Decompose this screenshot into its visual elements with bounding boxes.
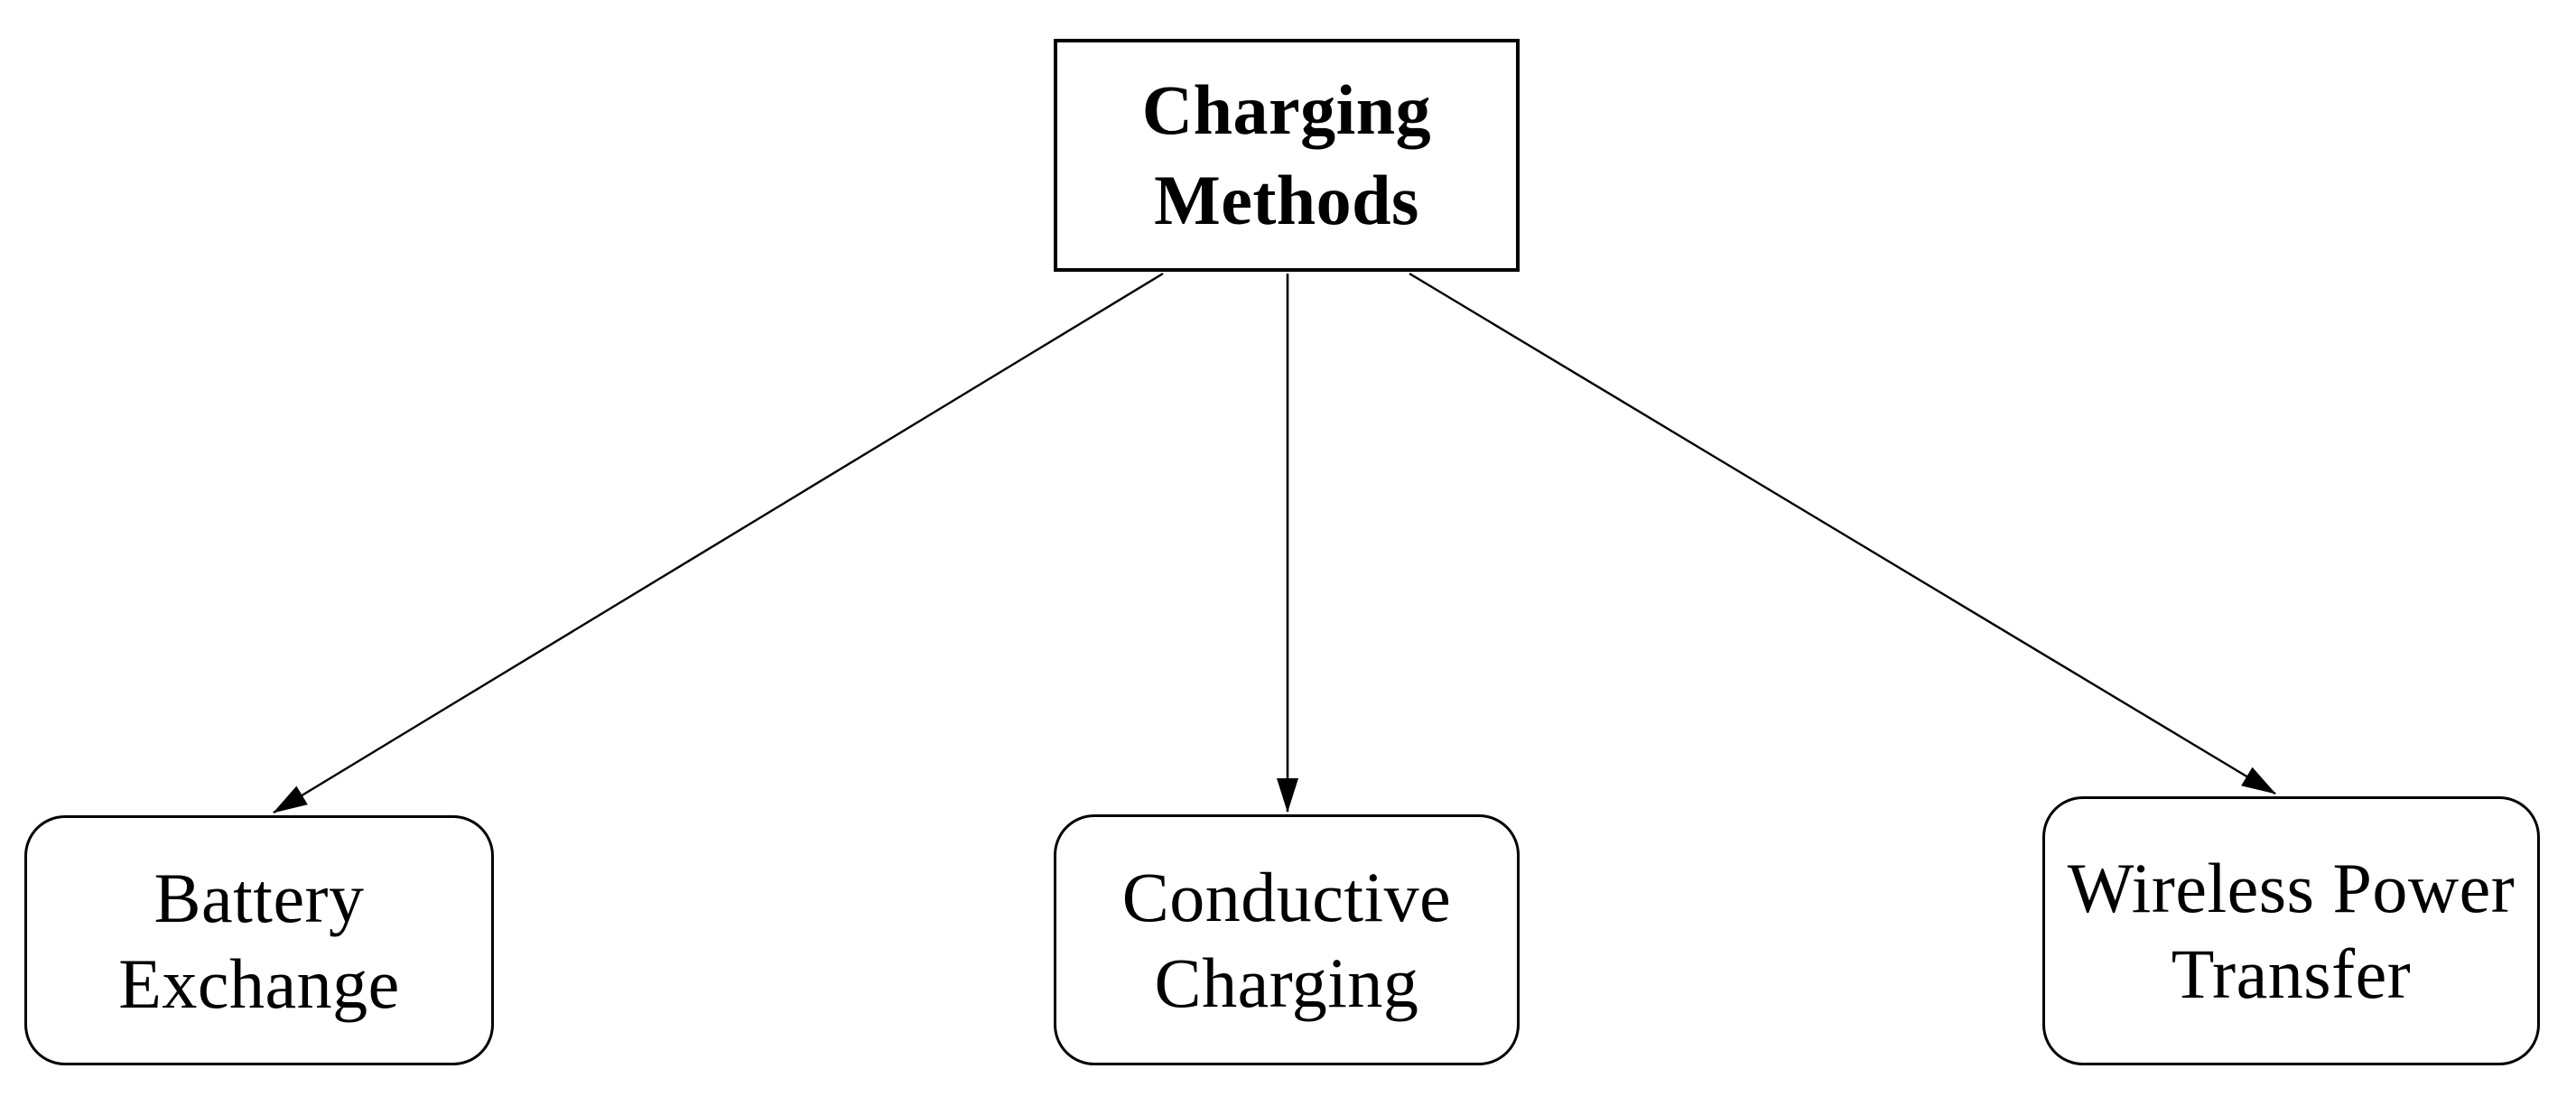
edge-charging-to-wireless: [1409, 272, 2276, 795]
node-label: Charging Methods: [1141, 70, 1432, 239]
edge-charging-to-battery: [273, 272, 1164, 814]
node-wireless-power-transfer: Wireless Power Transfer: [2042, 796, 2540, 1065]
node-conductive-charging: Conductive Charging: [1054, 814, 1520, 1065]
node-label: Conductive Charging: [1121, 858, 1452, 1022]
node-charging-methods: Charging Methods: [1054, 39, 1520, 272]
node-label: Wireless Power Transfer: [2067, 849, 2516, 1013]
node-label: Battery Exchange: [118, 858, 400, 1023]
node-battery-exchange: Battery Exchange: [24, 815, 494, 1065]
